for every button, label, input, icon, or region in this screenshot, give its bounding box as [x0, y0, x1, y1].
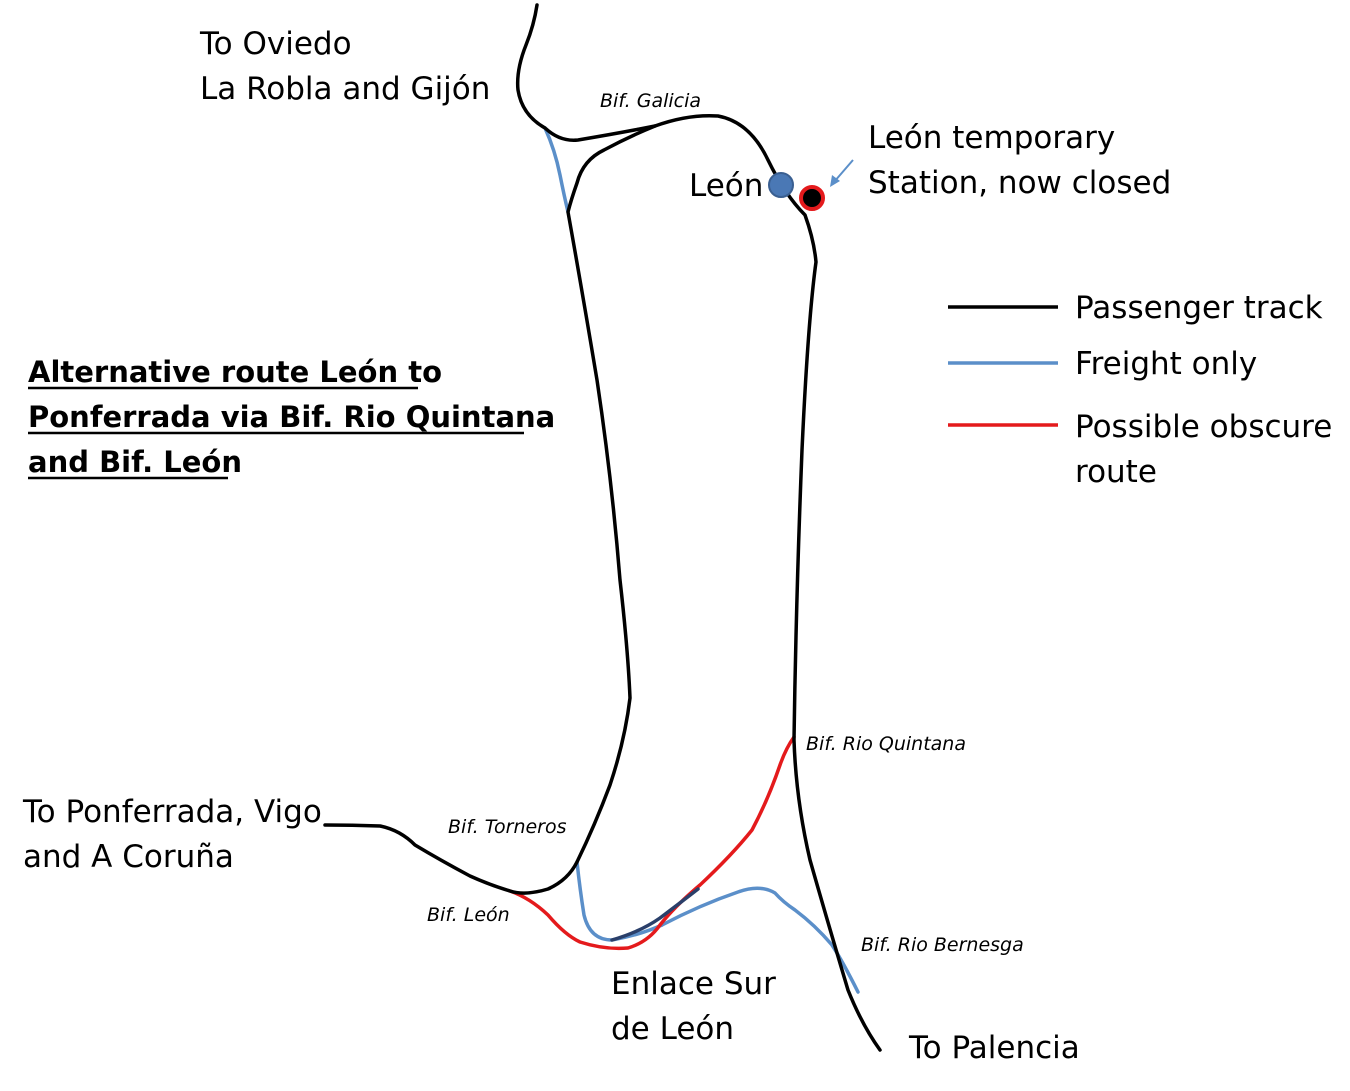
callout-arrow — [830, 159, 854, 187]
label-a-coruna: and A Coruña — [23, 839, 234, 875]
title-line-1: Alternative route León to — [28, 355, 442, 389]
junction-bif-galicia: Bif. Galicia — [600, 90, 701, 112]
legend-passenger-label: Passenger track — [1075, 290, 1323, 326]
legend-obscure-label-line2: route — [1075, 454, 1157, 490]
freight-lines — [543, 126, 860, 994]
freight-torneros-spur — [575, 860, 664, 942]
label-enlace-sur: Enlace Sur — [611, 966, 776, 1002]
junction-bif-rio-quintana: Bif. Rio Quintana — [806, 733, 966, 755]
passenger-galicia-to-ponferrada — [323, 124, 657, 895]
junction-bif-rio-bernesga: Bif. Rio Bernesga — [861, 934, 1024, 956]
temporary-station-marker — [799, 185, 825, 211]
label-la-robla-gijon: La Robla and Gijón — [200, 71, 490, 107]
junction-bif-leon: Bif. León — [427, 904, 510, 926]
legend-freight-label: Freight only — [1075, 346, 1257, 382]
legend: Passenger track Freight only Possible ob… — [948, 290, 1332, 490]
passenger-enlace-link — [610, 887, 700, 942]
freight-enlace-to-bernesga — [660, 886, 860, 994]
leon-station-marker — [768, 172, 794, 198]
passenger-oviedo-to-leon — [515, 3, 882, 1052]
passenger-lines — [323, 3, 882, 1052]
label-temporary-station-line1: León temporary — [868, 120, 1115, 156]
legend-obscure-label-line1: Possible obscure — [1075, 409, 1332, 445]
label-leon-station: León — [689, 168, 763, 204]
label-to-oviedo: To Oviedo — [199, 26, 352, 62]
label-to-ponferrada: To Ponferrada, Vigo — [22, 794, 322, 830]
label-temporary-station-line2: Station, now closed — [868, 165, 1171, 201]
title-line-2: Ponferrada via Bif. Rio Quintana — [28, 400, 555, 434]
diagram-title: Alternative route León to Ponferrada via… — [28, 355, 555, 480]
junction-bif-torneros: Bif. Torneros — [448, 816, 567, 838]
label-to-palencia: To Palencia — [908, 1030, 1080, 1066]
label-de-leon: de León — [611, 1011, 734, 1047]
obscure-route-line — [508, 735, 796, 951]
freight-chord-north — [543, 126, 570, 214]
title-line-3: and Bif. León — [28, 445, 242, 479]
obscure-route — [508, 735, 796, 951]
